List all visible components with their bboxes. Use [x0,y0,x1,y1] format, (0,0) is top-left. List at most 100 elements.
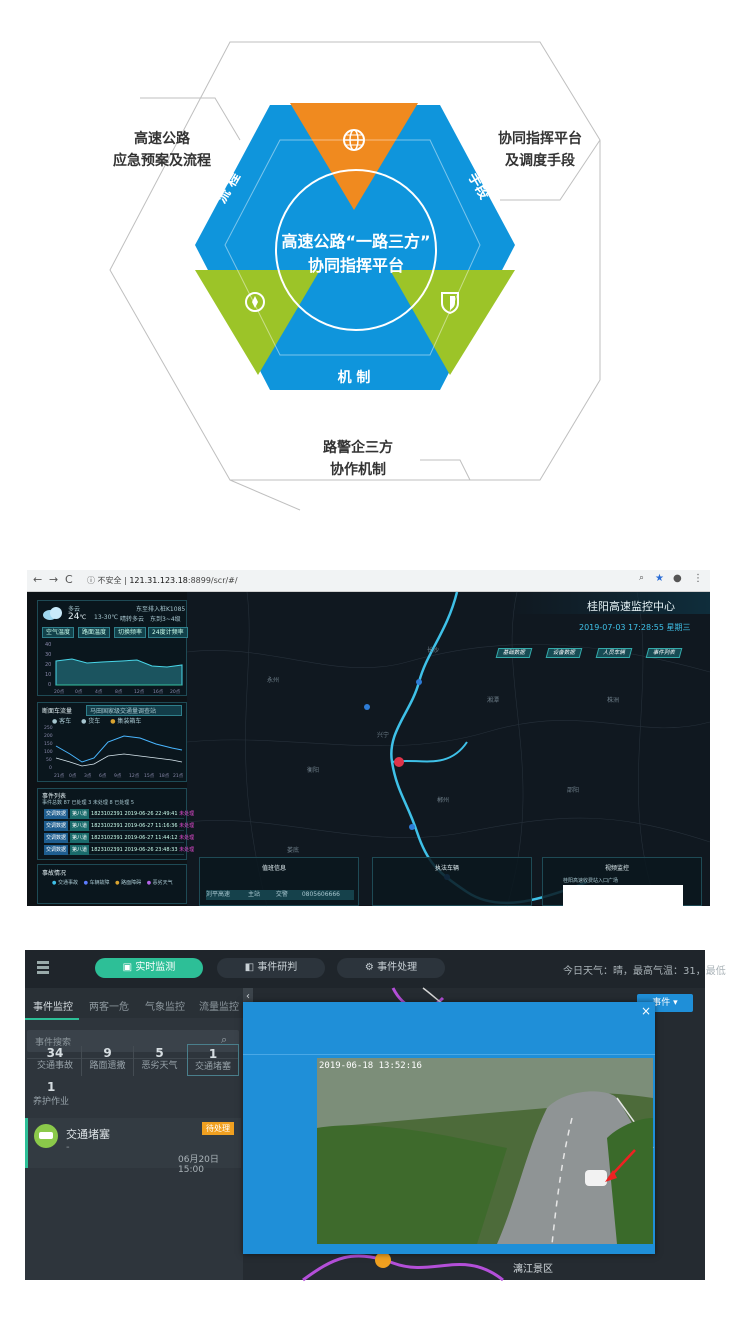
browser-screenshot: ← → C ⓘ 不安全 | 121.31.123.18:8899/scr/#/ … [27,570,711,907]
event-card[interactable]: 交通堵塞 - 待处理 06月20日 15:00 [25,1118,241,1175]
air-y-tick: 30 [45,652,51,658]
tab-road-temp[interactable]: 路面温度 [78,627,111,638]
incident-marker[interactable] [394,757,404,767]
flow-y-tick: 200 [44,733,53,739]
accident-legend: ● 交通事故 ● 车辆故障 ● 路面障碍 ● 恶劣天气 [52,880,173,886]
tab-event-handling[interactable]: ⚙ 事件处理 [337,958,445,978]
duty-row[interactable]: 刘平高速 主站 交警 0805606666 [206,890,354,900]
map-city-label: 郴州 [437,796,449,804]
stat-maintenance[interactable]: 1 [47,1080,56,1094]
forward-button[interactable]: → [49,573,59,586]
back-button[interactable]: ← [33,573,43,586]
url-path: :8899/scr/#/ [187,576,238,585]
flow-x-tick: 3点 [84,773,92,779]
account-icon[interactable]: ● [673,573,682,584]
callout-line-bottom-left [229,479,301,511]
zoom-icon[interactable]: ⌕ [639,573,645,583]
flow-x-tick: 21点 [54,773,65,779]
weather-panel: 多云 24℃ 13-30℃ 晴转多云 东至排入桩K1085 东到3~4级 空气温… [37,600,188,696]
flow-x-tick: 21点 [173,773,184,779]
flow-y-tick: 150 [44,741,53,747]
map-city-label: 衡阳 [307,766,319,774]
map-city-label: 邵阳 [567,786,579,794]
address-bar[interactable]: ⓘ 不安全 | 121.31.123.18:8899/scr/#/ [87,576,238,585]
menu-icon[interactable]: ⋮ [693,573,703,584]
flow-title: 断面车流量 [42,708,73,715]
collapse-handle[interactable]: ‹ [243,988,253,1006]
dashboard-title: 桂阳高速监控中心 [587,600,675,613]
flow-x-tick: 18点 [159,773,170,779]
video-popup: × 2019-06-18 13:52:16 [243,1002,655,1254]
center-circle [275,169,437,331]
tab-switch-rate[interactable]: 切换频率 [114,627,147,638]
popup-divider [243,1054,655,1055]
label-plan-line2: 应急预案及流程 [113,153,211,169]
tab-event-analysis[interactable]: ◧ 事件研判 [217,958,325,978]
tab-weather-monitor[interactable]: 气象监控 [145,1002,185,1013]
tab-air-temp[interactable]: 空气温度 [42,627,75,638]
tab-24h[interactable]: 24度计频率 [148,627,188,638]
tab-traffic-monitor[interactable]: 流量监控 [199,1002,239,1013]
air-x-tick: 0点 [75,689,83,695]
map-city-label: 娄底 [287,846,299,854]
flow-y-tick: 50 [46,757,52,763]
star-icon[interactable]: ★ [655,573,664,584]
tab-event-monitor[interactable]: 事件监控 [33,1002,73,1013]
event-list-title: 事件列表 [42,793,67,800]
security-label: 不安全 [97,576,122,585]
patrol-vehicle-panel: 执法车辆 [372,857,532,906]
weather-temp: 24℃ [68,612,87,622]
video-source-label[interactable]: 桂阳高速收费站入口广场 [563,878,619,884]
search-icon[interactable]: ⌕ [221,1033,228,1046]
weather-range: 13-30℃ [94,614,119,621]
filter-device-data[interactable]: 设备数据 [545,648,583,658]
close-icon[interactable]: × [641,1004,652,1018]
weather-wind: 东到3~4级 [150,616,181,623]
air-x-tick: 12点 [134,689,145,695]
video-panel: 视频监控 桂阳高速收费站入口广场 [542,857,702,907]
air-x-tick: 4点 [95,689,103,695]
sidebar-tab-bar [25,988,243,1018]
air-x-tick: 16点 [153,689,164,695]
station-marker[interactable] [364,704,370,710]
location-marker[interactable] [375,1252,391,1268]
temperature-chart: 40 30 20 10 0 20点 0点 4点 8点 12点 16点 20点 [45,642,183,695]
settings-icon: ⚙ [364,962,378,973]
filter-event-list[interactable]: 事件列表 [645,648,683,658]
flow-station-select[interactable]: 马田国家级交通量调查站 [86,705,182,716]
flow-y-tick: 250 [44,725,53,731]
url-host: 121.31.123.18 [129,576,188,585]
air-x-tick: 8点 [115,689,123,695]
event-counts: 事件总数 87 已处理 3 未处理 8 已处理 5 [42,800,135,806]
station-marker[interactable] [416,679,422,685]
tab-passenger-hazard[interactable]: 两客一危 [89,1002,129,1013]
filter-base-data[interactable]: 基础数据 [495,648,533,658]
map-canvas[interactable]: 兴宁 长沙 湘潭 衡阳 郴州 永州 邵阳 株洲 娄底 [186,591,711,907]
shield-icon [441,292,459,315]
event-search-placeholder: 事件搜索 [35,1038,72,1048]
outer-hexagon-outline [109,41,601,481]
video-preview[interactable] [563,885,683,907]
menu-grid-icon[interactable] [37,961,51,975]
filter-staff-vehicles[interactable]: 人员车辆 [595,648,633,658]
station-marker[interactable] [409,824,415,830]
label-means: 协同指挥平台 及调度手段 [470,128,610,172]
traffic-camera-feed[interactable]: 2019-06-18 13:52:16 [317,1058,654,1245]
label-plan-line1: 高速公路 [134,131,190,147]
monitor-icon: ▣ [122,962,136,973]
event-search-input[interactable]: 事件搜索 ⌕ [27,1030,239,1052]
stalled-vehicle [585,1170,607,1186]
tab-realtime-monitor[interactable]: ▣ 实时监测 [95,958,203,978]
flow-line-truck [55,753,183,767]
reload-button[interactable]: C [65,573,73,586]
